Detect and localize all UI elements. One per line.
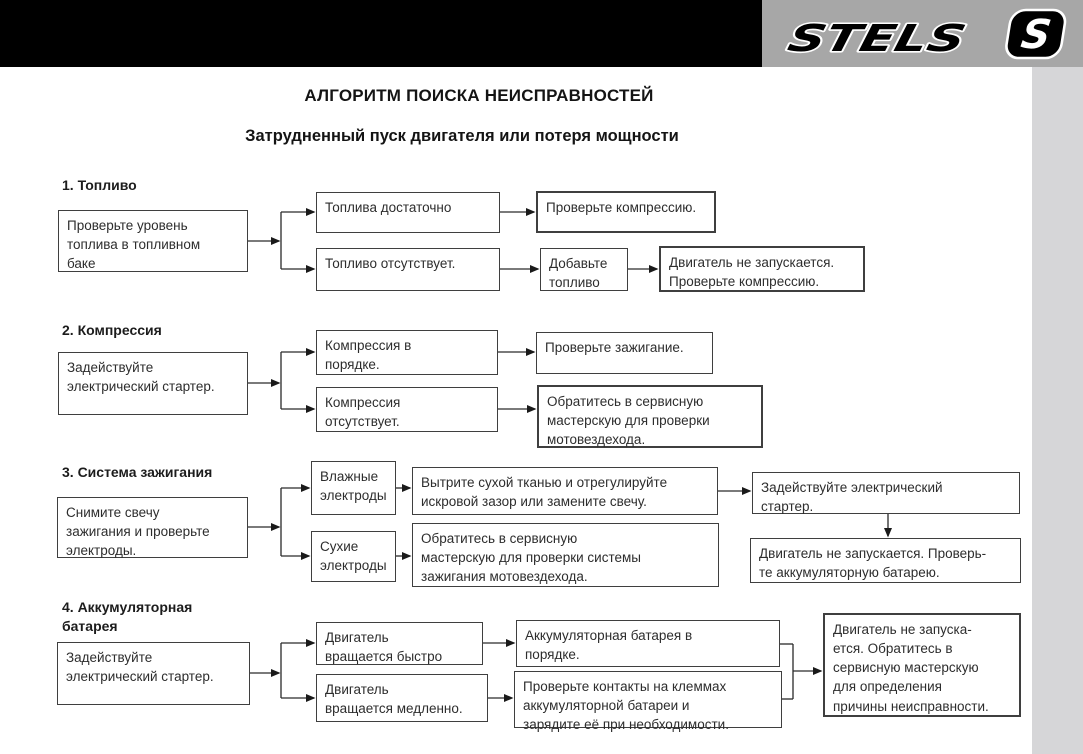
node-ignition-root: Снимите свечу зажигания и проверьте элек…: [57, 497, 248, 558]
node-ignition-dry: Сухие электроды: [311, 531, 396, 582]
node-battery-root: Задействуйте электрический стартер.: [57, 642, 250, 705]
node-ignition-service: Обратитесь в сервисную мастерскую для пр…: [412, 523, 719, 587]
stels-wordmark: STELS: [782, 15, 972, 62]
section-label-battery: 4. Аккумуляторная батарея: [62, 599, 193, 634]
node-fuel-no-start: Двигатель не запускается. Проверьте комп…: [659, 246, 865, 292]
right-margin-strip: [1032, 67, 1083, 754]
stels-badge-icon: S: [1005, 8, 1067, 60]
node-fuel-sufficient: Топлива достаточно: [316, 192, 500, 233]
node-ignition-no-start: Двигатель не запускается. Проверь- те ак…: [750, 538, 1021, 583]
node-compression-check-ignition: Проверьте зажигание.: [536, 332, 713, 374]
node-battery-ok: Аккумуляторная батарея в порядке.: [516, 620, 780, 667]
node-fuel-add-fuel: Добавьте топливо: [540, 248, 628, 291]
svg-text:STELS: STELS: [784, 16, 970, 60]
section-label-compression: 2. Компрессия: [62, 322, 162, 338]
node-battery-fast: Двигатель вращается быстро: [316, 622, 483, 665]
section-label-ignition: 3. Система зажигания: [62, 464, 213, 480]
node-fuel-absent: Топливо отсутствует.: [316, 248, 500, 291]
page-subtitle: Затрудненный пуск двигателя или потеря м…: [245, 127, 679, 145]
node-compression-service: Обратитесь в сервисную мастерскую для пр…: [537, 385, 763, 448]
node-ignition-wipe: Вытрите сухой тканью и отрегулируйте иск…: [412, 467, 718, 515]
node-fuel-root: Проверьте уровень топлива в топливном ба…: [58, 210, 248, 272]
header-black-bar: [0, 0, 762, 67]
section-label-fuel: 1. Топливо: [62, 177, 137, 193]
node-battery-slow: Двигатель вращается медленно.: [316, 674, 488, 722]
page-title: АЛГОРИТМ ПОИСКА НЕИСПРАВНОСТЕЙ: [304, 86, 654, 105]
node-battery-no-start: Двигатель не запуска- ется. Обратитесь в…: [823, 613, 1021, 717]
node-ignition-wet: Влажные электроды: [311, 461, 396, 515]
node-ignition-starter: Задействуйте электрический стартер.: [752, 472, 1020, 514]
header-logo-area: STELS S: [762, 0, 1083, 67]
node-compression-ok: Компрессия в порядке.: [316, 330, 498, 375]
node-compression-root: Задействуйте электрический стартер.: [58, 352, 248, 415]
node-battery-check-contacts: Проверьте контакты на клеммах аккумулято…: [514, 671, 782, 732]
node-fuel-check-compression: Проверьте компрессию.: [536, 191, 716, 233]
node-compression-absent: Компрессия отсутствует.: [316, 387, 498, 432]
stels-logo: STELS S: [782, 8, 1067, 62]
